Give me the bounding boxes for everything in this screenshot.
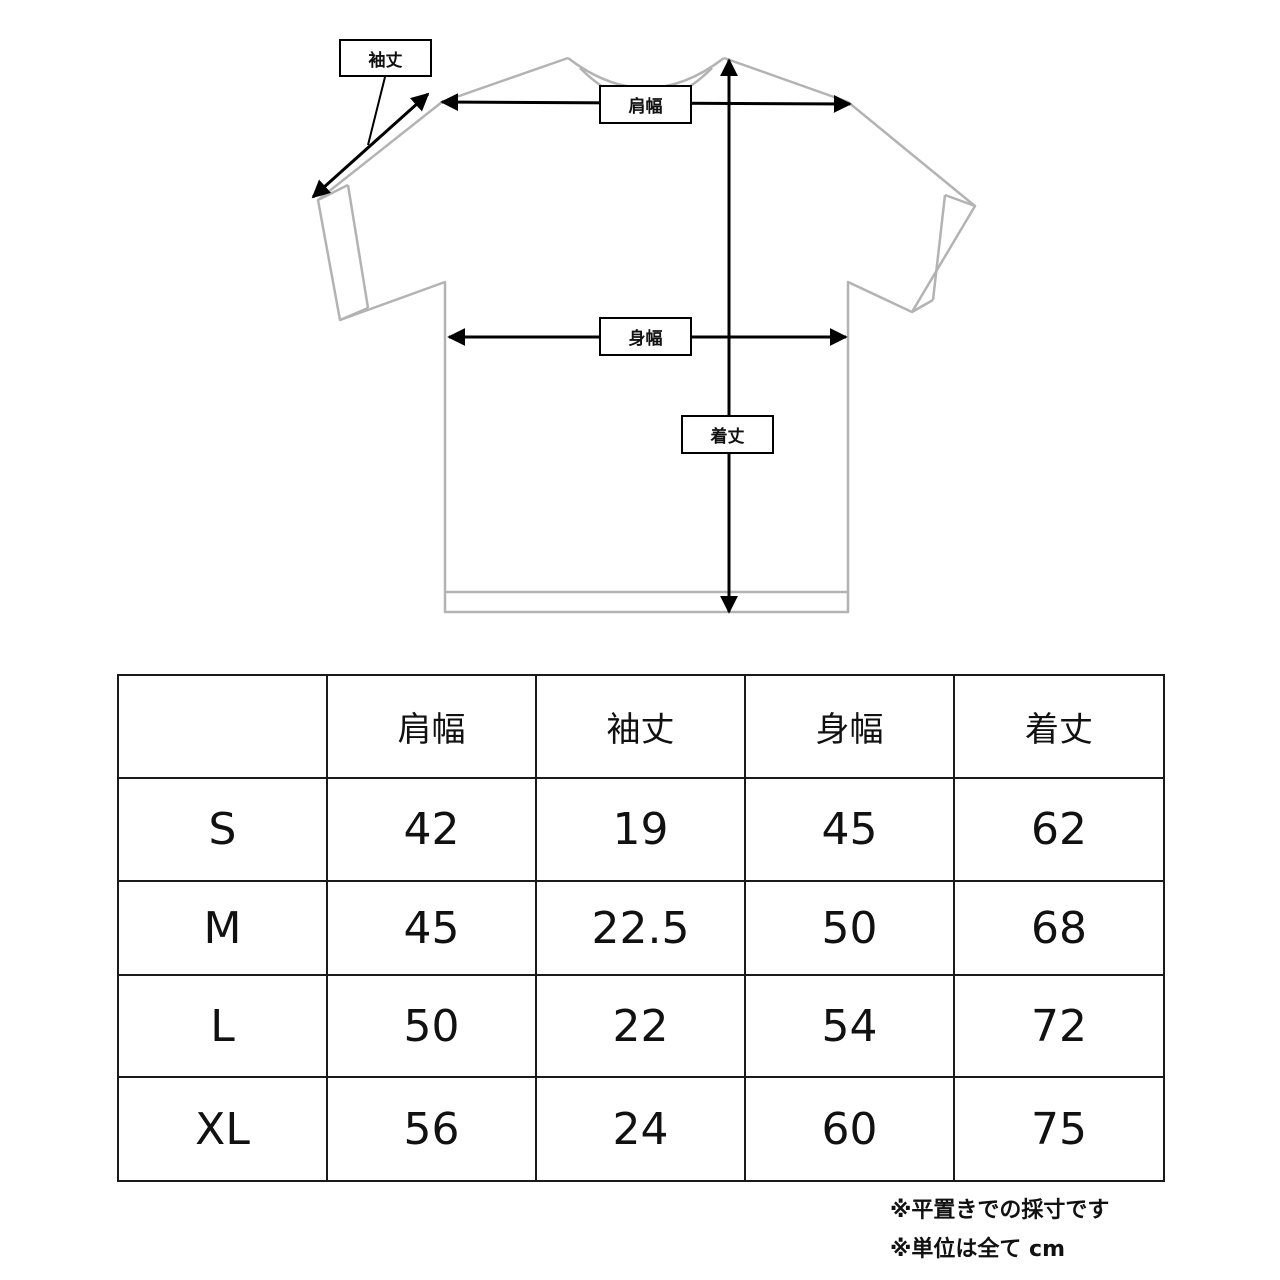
size-label: S xyxy=(117,777,328,882)
table-row: M 45 22.5 50 68 xyxy=(117,880,1165,976)
table-cell: 50 xyxy=(326,974,537,1078)
note-units: ※単位は全て cm xyxy=(890,1237,1066,1262)
size-table: 肩幅 袖丈 身幅 着丈 S 42 19 45 62 M 45 22.5 50 6… xyxy=(117,674,1165,1182)
measurement-arrows xyxy=(311,58,852,614)
table-cell: 72 xyxy=(953,974,1165,1078)
header-total-length: 着丈 xyxy=(953,674,1165,779)
sleeve-length-label: 袖丈 xyxy=(339,39,432,77)
table-cell: 42 xyxy=(326,777,537,882)
shoulder-width-label: 肩幅 xyxy=(599,85,692,124)
table-row: XL 56 24 60 75 xyxy=(117,1076,1165,1182)
header-cell-empty xyxy=(117,674,328,779)
table-cell: 45 xyxy=(744,777,955,882)
header-sleeve-length: 袖丈 xyxy=(535,674,746,779)
header-body-width: 身幅 xyxy=(744,674,955,779)
size-label: XL xyxy=(117,1076,328,1182)
table-cell: 62 xyxy=(953,777,1165,882)
table-cell: 54 xyxy=(744,974,955,1078)
sleeve-length-arrow xyxy=(311,92,430,199)
size-label: M xyxy=(117,880,328,976)
tshirt-diagram xyxy=(311,56,977,614)
table-cell: 50 xyxy=(744,880,955,976)
table-cell: 24 xyxy=(535,1076,746,1182)
total-length-label: 着丈 xyxy=(681,415,774,454)
sleeve-label-leader xyxy=(367,76,386,146)
table-cell: 75 xyxy=(953,1076,1165,1182)
table-cell: 22 xyxy=(535,974,746,1078)
table-cell: 56 xyxy=(326,1076,537,1182)
table-cell: 45 xyxy=(326,880,537,976)
table-cell: 19 xyxy=(535,777,746,882)
table-row: L 50 22 54 72 xyxy=(117,974,1165,1078)
table-header-row: 肩幅 袖丈 身幅 着丈 xyxy=(117,674,1165,779)
header-shoulder-width: 肩幅 xyxy=(326,674,537,779)
size-label: L xyxy=(117,974,328,1078)
table-cell: 22.5 xyxy=(535,880,746,976)
body-width-label: 身幅 xyxy=(599,317,692,356)
note-flat-measurement: ※平置きでの採寸です xyxy=(890,1198,1110,1223)
table-cell: 68 xyxy=(953,880,1165,976)
table-row: S 42 19 45 62 xyxy=(117,777,1165,882)
table-cell: 60 xyxy=(744,1076,955,1182)
